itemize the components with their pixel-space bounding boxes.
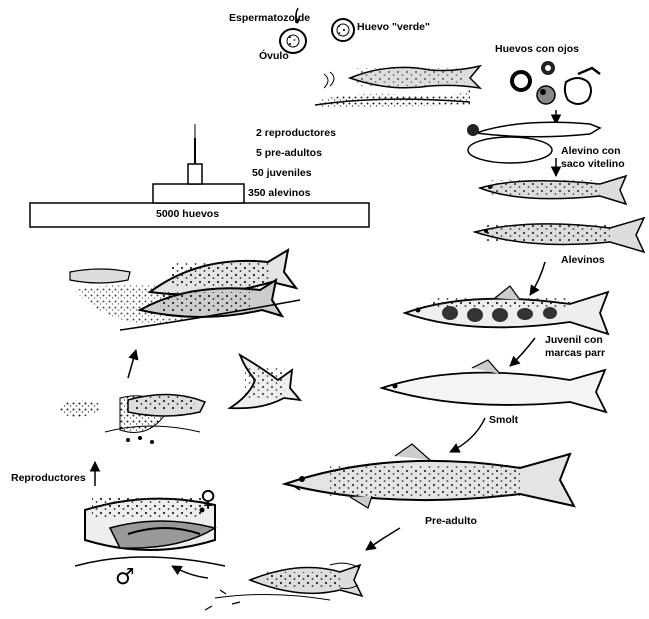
pyramid-label-spawners: 2 reproductores <box>256 128 336 140</box>
pyramid-label-fry: 350 alevinos <box>248 188 310 200</box>
arrow-spawning-to-eggs <box>128 350 136 378</box>
pyramid-bar-fry <box>153 184 244 203</box>
arrow-fry-to-parr <box>530 262 545 295</box>
arrow-return-to-spawners <box>172 566 208 578</box>
preadult-illustration <box>285 444 574 508</box>
label-ovum: Óvulo <box>259 51 289 63</box>
label-fry: Alevinos <box>561 255 605 267</box>
label-yolk-sac-line1: Alevino con <box>561 146 621 158</box>
leaping-fish-illustration <box>230 355 300 408</box>
spawning-gravel-illustration <box>60 394 205 444</box>
eyed-eggs-illustration <box>512 61 600 104</box>
label-parr-line1: Juvenil con <box>545 335 603 347</box>
smolt-illustration <box>382 360 606 412</box>
label-smolt: Smolt <box>489 415 518 427</box>
pyramid-label-eggs: 5000 huevos <box>156 209 219 221</box>
label-green-egg: Huevo "verde" <box>357 22 430 34</box>
green-egg-icon <box>332 19 354 41</box>
fry-illustration-2 <box>475 218 644 252</box>
label-parr-line2: marcas parr <box>545 348 605 360</box>
female-symbol-icon: ♀ <box>200 489 216 511</box>
pyramid-bar-juveniles <box>188 164 202 184</box>
arrow-smolt-to-preadult <box>450 418 485 452</box>
male-symbol-icon: ♂ <box>115 567 135 589</box>
label-spawners: Reproductores <box>11 473 86 485</box>
returning-adult-illustration <box>205 563 362 610</box>
fry-illustration-1 <box>480 176 626 204</box>
arrow-preadult-to-return <box>366 528 400 550</box>
label-sperm: Espermatozoide <box>229 13 310 25</box>
label-yolk-sac-line2: saco vitelino <box>561 159 625 171</box>
pyramid-label-preadults: 5 pre-adultos <box>256 148 322 160</box>
spawning-pair-illustration <box>70 250 300 330</box>
label-eyed-eggs: Huevos con ojos <box>495 44 579 56</box>
pyramid-label-juveniles: 50 juveniles <box>252 168 312 180</box>
label-preadult: Pre-adulto <box>425 516 477 528</box>
parr-juvenile-illustration <box>405 286 608 334</box>
arrow-parr-to-smolt <box>510 338 535 366</box>
spawning-nest-illustration <box>315 66 480 108</box>
